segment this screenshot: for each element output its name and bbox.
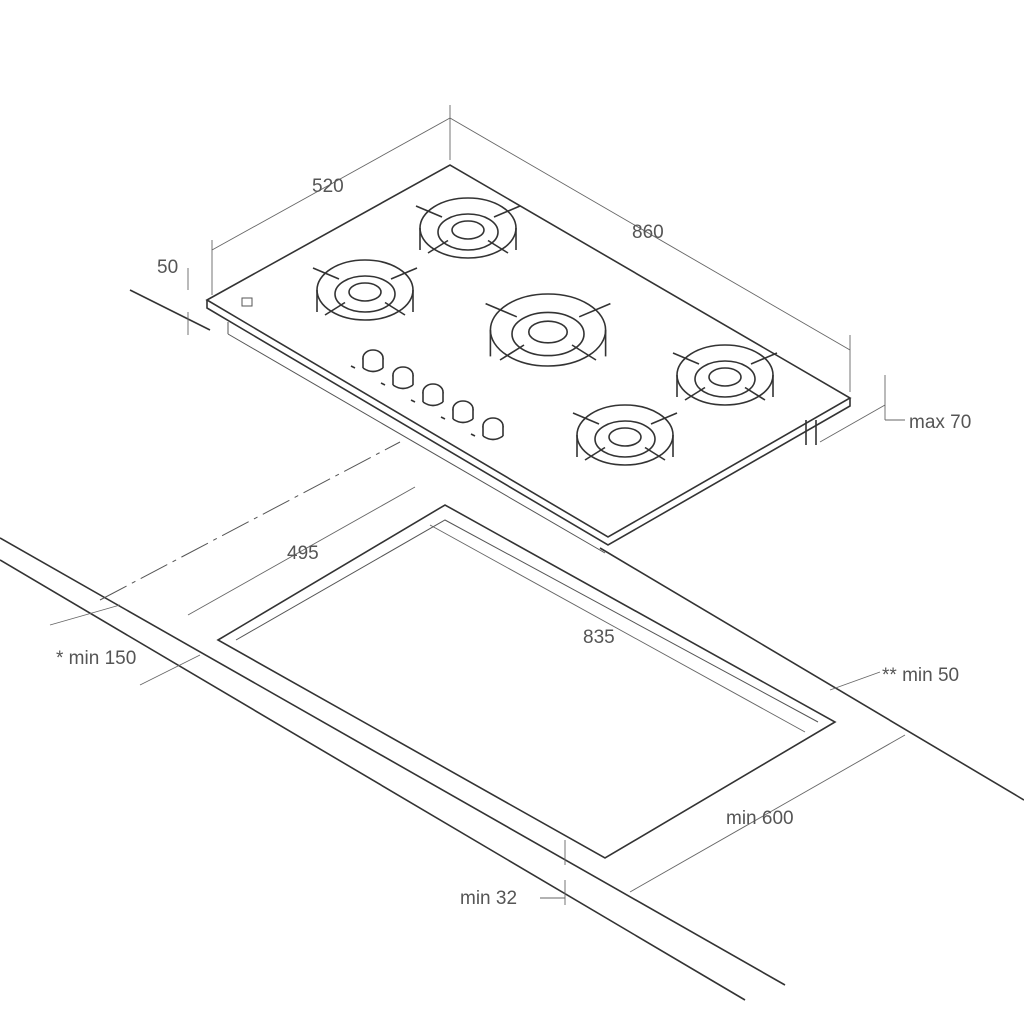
hob-height-label: 50	[157, 257, 179, 278]
cutout-depth-label: 495	[287, 543, 319, 564]
hob	[205, 164, 852, 554]
max-depth-label: max 70	[909, 412, 972, 433]
control-knob[interactable]	[380, 366, 414, 390]
burner-cap	[451, 220, 485, 240]
knobs	[350, 349, 504, 441]
countertop	[0, 289, 1024, 1001]
burners	[312, 197, 778, 466]
min-side-distance-label: ** min 50	[882, 665, 960, 686]
burner-grate	[415, 197, 521, 259]
burner-cap	[608, 427, 642, 447]
dimension-lines	[49, 105, 906, 905]
burner-grate	[312, 259, 418, 321]
min-rear-distance-label: * min 150	[56, 648, 137, 669]
cutout-width-label: 835	[583, 627, 615, 648]
burner-cap	[527, 320, 568, 344]
hob-width-label: 860	[632, 222, 664, 243]
control-knob[interactable]	[470, 417, 504, 441]
brand-logo	[241, 297, 253, 307]
cutout	[216, 504, 837, 859]
burner-grate	[485, 293, 611, 367]
control-knob[interactable]	[440, 400, 474, 424]
control-knob[interactable]	[350, 349, 384, 373]
burner-cap	[348, 282, 382, 302]
burner-grate	[572, 404, 678, 466]
burner-grate	[672, 344, 778, 406]
min-counter-thickness-label: min 32	[460, 888, 518, 909]
hob-depth-label: 520	[312, 176, 344, 197]
control-knob[interactable]	[410, 383, 444, 407]
burner-cap	[708, 367, 742, 387]
min-counter-depth-label: min 600	[726, 808, 794, 829]
